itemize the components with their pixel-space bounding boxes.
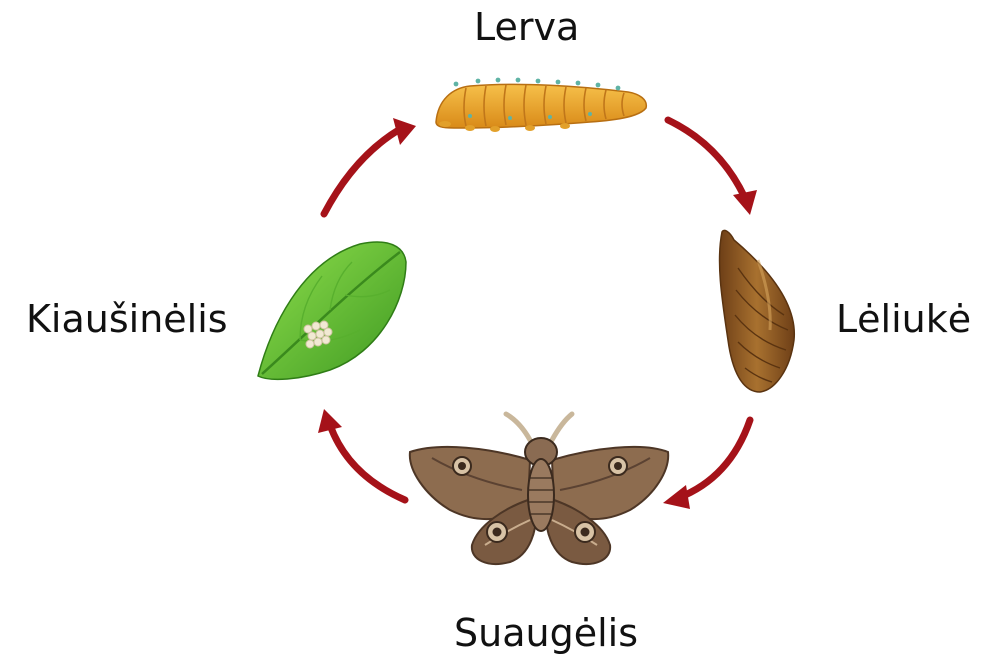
stage-label-adult: Suaugėlis (454, 614, 638, 652)
stage-label-larva: Lerva (474, 8, 579, 46)
arrow-egg-to-larva (324, 118, 416, 214)
arrow-adult-to-egg (318, 409, 405, 500)
chrysalis-icon (720, 230, 795, 392)
arrow-pupa-to-adult (663, 420, 750, 509)
stage-label-pupa: Lėliukė (836, 300, 971, 338)
stage-label-egg: Kiaušinėlis (26, 300, 228, 338)
caterpillar-icon (436, 78, 646, 132)
leaf-with-eggs-icon (258, 242, 406, 379)
arrow-larva-to-pupa (668, 120, 757, 215)
moth-icon (410, 414, 668, 564)
